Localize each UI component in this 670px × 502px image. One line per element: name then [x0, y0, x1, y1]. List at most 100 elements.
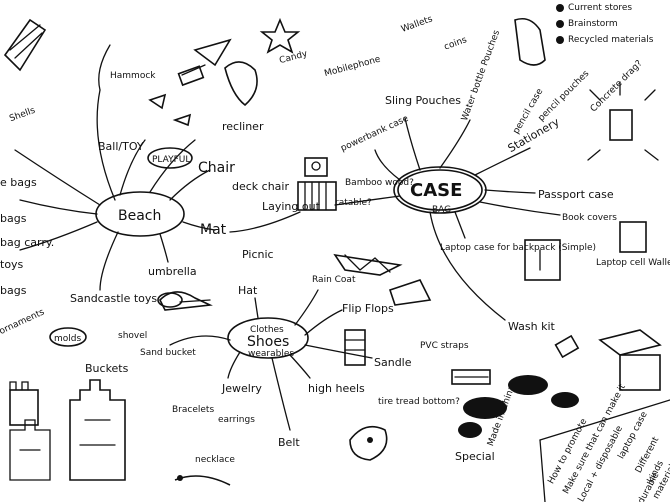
- flip-flops-label: Flip Flops: [342, 302, 394, 315]
- toys-label: toys: [0, 258, 24, 271]
- legend-current-marker: [556, 4, 564, 12]
- spoke: [98, 44, 111, 91]
- chair-label: Chair: [198, 160, 235, 176]
- legend: Current stores Brainstorm Recycled mater…: [556, 3, 654, 45]
- left-bags2-label: bags: [0, 212, 27, 225]
- shoes-hub-sublabel-top: Clothes: [250, 325, 284, 335]
- spoke: [19, 221, 98, 251]
- laptop-cell-wallet-label: Laptop cell Wallet Passport wash kit: [596, 258, 670, 268]
- belt-label: Belt: [278, 436, 300, 449]
- pvc-straps-label: PVC straps: [420, 341, 469, 351]
- case-hub-sublabel: BAG: [432, 205, 451, 215]
- mat-label: Mat: [200, 222, 227, 238]
- spoke: [119, 139, 146, 196]
- rack-sketch: [344, 329, 366, 366]
- playful-label: PLAYFUL: [152, 155, 190, 165]
- shoes-hub-ellipse: [227, 317, 309, 359]
- sand-bucket-label: Sand bucket: [140, 348, 196, 358]
- starfish-sketch: [259, 17, 301, 54]
- spoke: [404, 117, 421, 171]
- left-bags-label: e bags: [0, 176, 37, 189]
- spoke: [429, 211, 506, 321]
- spoke: [294, 289, 319, 326]
- bags-label: bags: [0, 284, 27, 297]
- pencil-pouches-label: pencil pouches: [537, 69, 592, 124]
- deck-chair-label: deck chair: [232, 180, 289, 193]
- swimsuit-sketch: [224, 61, 258, 107]
- raincoat-sketch: [388, 279, 432, 306]
- legend-recycled-marker: [556, 36, 564, 44]
- shovel-label: shovel: [118, 331, 147, 341]
- bucket-sketch: [9, 381, 39, 426]
- coins-label: coins: [443, 35, 469, 52]
- spoke: [289, 354, 311, 379]
- sandcastle-sketch: [9, 379, 126, 481]
- concrete-drag-label: Concrete drag?: [589, 58, 645, 114]
- whistle-sketch: [148, 93, 167, 110]
- spoke: [227, 351, 241, 379]
- spoke: [304, 309, 343, 336]
- sandcastle-toys-label: Sandcastle toys: [70, 292, 157, 305]
- buckets-label: Buckets: [85, 362, 129, 375]
- shoes-cluster: Clothes Shoes wearables Hat Rain Coat Fl…: [159, 275, 579, 486]
- wash-kit-label: Wash kit: [508, 320, 556, 333]
- case-hub-label: CASE: [410, 180, 462, 201]
- mat-sketch: [172, 113, 192, 127]
- laptop-case-label: Laptop case for backpack (Simple): [440, 243, 596, 253]
- spoke: [229, 211, 301, 233]
- bamboo-box-sketch: [297, 181, 337, 211]
- spoke: [99, 231, 119, 291]
- ratable-label: ratable?: [335, 198, 372, 208]
- spoke: [479, 201, 561, 216]
- washkit-box-sketch: [598, 329, 662, 391]
- legend-brainstorm-label: Brainstorm: [568, 19, 618, 29]
- rain-coat-label: Rain Coat: [312, 275, 356, 285]
- necklace-sketch: [174, 475, 231, 486]
- book-covers-label: Book covers: [562, 213, 617, 223]
- special-label: Special: [455, 450, 495, 463]
- molds-ellipse: [49, 327, 87, 347]
- sandle-label: Sandle: [374, 356, 412, 369]
- spoke: [439, 119, 471, 169]
- black-sole-sketches: [458, 375, 579, 438]
- beach-hub-label: Beach: [118, 208, 161, 224]
- passport-case-label: Passport case: [538, 188, 614, 201]
- legend-brainstorm-marker: [556, 20, 564, 28]
- powerbank-sketch: [304, 157, 328, 177]
- picnic-label: Picnic: [242, 248, 274, 261]
- shoes-hub-sublabel: wearables: [248, 349, 294, 359]
- hammock-label: Hammock: [110, 71, 156, 81]
- hammock-sketch: [3, 18, 47, 72]
- stationery-label: Stationery: [506, 115, 562, 155]
- ball-toy-label: Ball/TOY: [98, 140, 144, 153]
- ornaments-label: ornaments: [0, 307, 46, 337]
- spoke: [96, 89, 116, 201]
- bracelets-label: Bracelets: [172, 405, 214, 415]
- tire-tread-label: tire tread bottom?: [378, 397, 460, 407]
- case-cluster: CASE BAG Sling Pouches Mobilephone Walle…: [278, 14, 670, 391]
- beach-cluster: Beach Ball/TOY PLAYFUL Hammock Chair rec…: [0, 17, 321, 481]
- triangle-frame-sketch: [333, 253, 403, 276]
- notes-divider: [539, 399, 670, 441]
- bamboo-wood-label: Bamboo wood?: [345, 178, 414, 188]
- spoke: [474, 147, 531, 176]
- glow-object-sketch: [587, 81, 659, 161]
- spoke: [484, 189, 536, 194]
- shells-label: Shells: [8, 106, 37, 125]
- flipflop-sketch: [349, 425, 388, 461]
- spoke: [149, 139, 196, 193]
- molds-label: molds: [54, 334, 81, 344]
- playful-ellipse: [147, 147, 193, 169]
- bottle-sketch: [514, 17, 546, 66]
- book-cover-sketch: [619, 221, 647, 253]
- spoke: [182, 221, 216, 231]
- high-heels-label: high heels: [308, 382, 365, 395]
- umbrella-label: umbrella: [148, 265, 197, 278]
- spoke: [159, 233, 169, 263]
- spoke: [19, 199, 98, 215]
- cap-sketch: [159, 291, 213, 311]
- powerbank-case-label: powerbank case: [339, 114, 410, 154]
- spoke: [169, 335, 231, 346]
- pouch-sketch: [554, 334, 580, 359]
